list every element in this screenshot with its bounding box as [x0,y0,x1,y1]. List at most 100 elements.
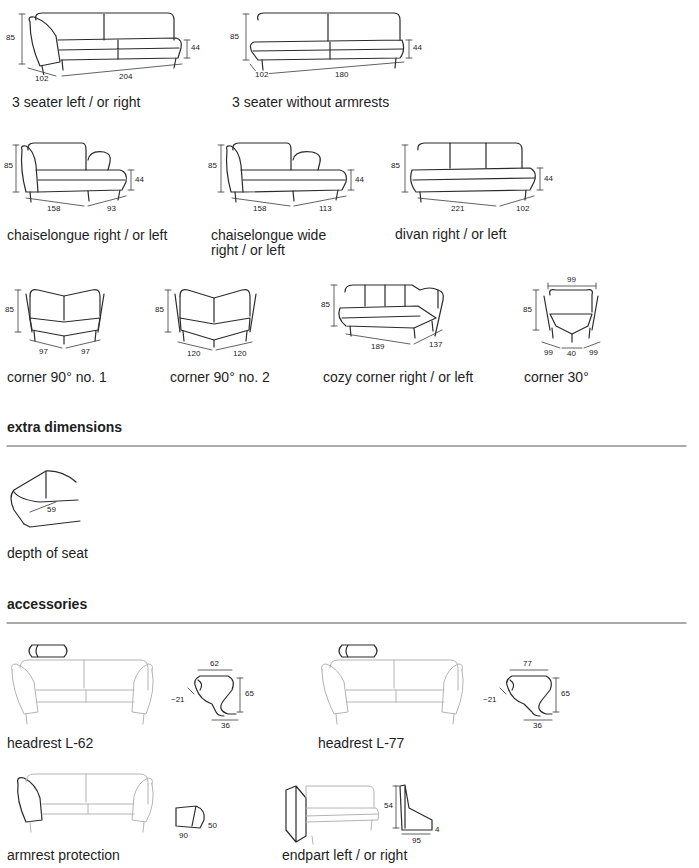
section-rules [7,446,686,623]
line-art [88,152,110,170]
line-art [286,786,306,842]
line-art [36,690,134,702]
line-art [188,688,194,694]
line-art [34,331,96,344]
item-caption: divan right / or left [395,227,506,242]
dimension-label: 158 [46,205,61,214]
line-art [30,318,100,336]
line-art [327,14,328,41]
line-art [180,318,250,340]
line-art [30,822,144,832]
dimension-label: 77 [522,660,533,669]
line-art [435,290,443,336]
line-art [38,179,125,180]
line-art [227,146,244,192]
dimension-label: 93 [106,205,117,214]
line-art [165,290,171,332]
line-art [183,331,247,347]
line-art [175,294,256,332]
line-art [339,306,436,328]
line-art [306,786,374,808]
line-art [178,342,252,350]
dimension-label: ~21 [170,696,186,705]
dimension-label: 120 [186,350,201,359]
line-art [180,296,214,322]
dimension-label: 85 [4,306,15,315]
line-art [29,645,67,657]
line-art [250,40,403,60]
item-caption: 3 seater left / or right [12,95,140,110]
line-art [544,296,598,330]
line-art [312,820,372,844]
dimension-label: 50 [207,822,218,831]
line-art [103,14,104,40]
line-art [7,446,686,447]
line-art [550,290,593,312]
dimension-label: 102 [34,75,49,84]
line-art [212,720,238,721]
section-heading: accessories [7,597,87,612]
dimension-label: 97 [80,348,91,357]
line-art [20,660,148,690]
line-art [402,145,408,192]
line-art [411,168,536,192]
line-art [22,146,39,192]
line-art [402,834,430,835]
section-heading: extra dimensions [7,420,122,435]
item-caption: endpart left / or right [282,848,407,863]
dimension-label: 90 [178,832,189,841]
line-art [507,676,552,716]
dimension-label: 158 [252,205,267,214]
item-caption: cozy corner right / or left [323,370,473,385]
item-caption: 3 seater without armrests [232,95,389,110]
line-art [524,720,552,721]
line-art [418,143,522,168]
dimension-label: 59 [46,506,57,515]
line-art [26,714,144,724]
line-art [18,778,42,822]
line-art [243,179,345,180]
line-art [241,170,346,192]
dimension-label: 85 [320,301,331,310]
line-art [510,670,548,671]
item-caption: chaiselongue wide right / or left [211,228,351,259]
dimension-label: 4 [434,826,440,835]
line-art [258,13,400,40]
dimension-label: 62 [209,660,220,669]
line-art [132,664,153,714]
line-art [59,40,179,59]
line-art [346,690,444,702]
dimension-label: 85 [229,33,240,42]
line-art [542,342,600,348]
line-art [84,660,85,688]
item-caption: headrest L-77 [318,736,404,751]
line-art [86,774,87,802]
dimension-label: 99 [566,276,577,285]
dimension-label: ~21 [482,696,498,705]
line-art [26,294,104,332]
dimension-label: 44 [543,175,554,184]
line-art [442,664,463,714]
dimension-label: 85 [390,162,401,171]
line-art [15,290,21,332]
line-art [306,808,379,822]
dimension-label: 40 [566,350,577,359]
line-art [345,285,438,308]
dimension-label: 137 [428,341,443,350]
dimension-label: 99 [588,349,599,358]
dimension-label: 102 [515,205,530,214]
line-art [342,316,420,318]
line-art [14,471,78,502]
dimension-label: 65 [244,690,255,699]
dimension-label: 97 [38,348,49,357]
line-art [533,290,539,330]
dimension-label: 95 [411,837,422,846]
context-sofas [12,660,464,844]
line-art [253,42,403,59]
line-art [36,170,126,192]
dimension-label: 113 [318,205,333,214]
item-caption: armrest protection [7,848,120,863]
dimension-label: 44 [354,176,365,185]
line-art [63,296,64,320]
